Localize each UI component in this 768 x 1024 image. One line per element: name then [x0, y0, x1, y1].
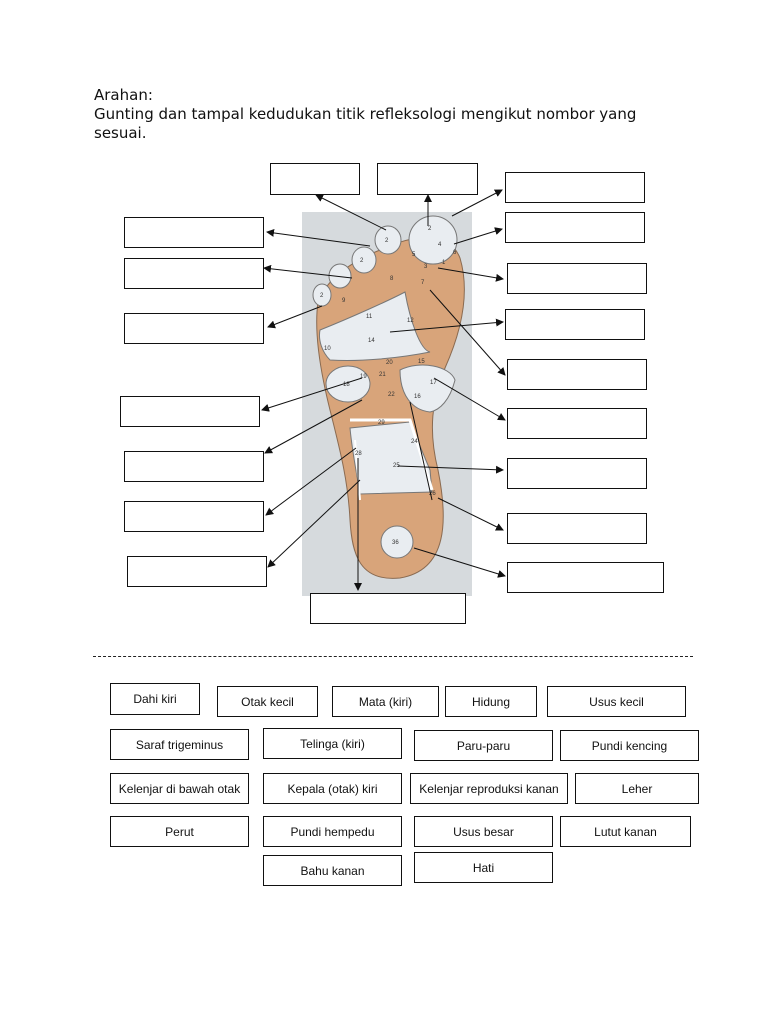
label-chip[interactable]: Pundi hempedu — [263, 816, 402, 847]
zone-28: 28 — [355, 451, 362, 457]
zone-4: 4 — [438, 242, 442, 248]
answer-box-12[interactable] — [507, 408, 647, 439]
answer-box-6[interactable] — [124, 258, 264, 289]
zone-19: 19 — [360, 374, 367, 380]
label-chip[interactable]: Saraf trigeminus — [110, 729, 249, 760]
zone-29: 29 — [378, 420, 385, 426]
toe-big — [408, 215, 458, 265]
zone-7: 7 — [421, 280, 425, 286]
answer-box-9[interactable] — [505, 309, 645, 340]
zone-21: 21 — [379, 372, 386, 378]
zone-2a: 2 — [385, 238, 389, 244]
zone-15: 15 — [418, 359, 425, 365]
zone-16: 16 — [414, 394, 421, 400]
leader-lines — [261, 189, 506, 591]
zone-18 — [325, 365, 371, 403]
label-chip[interactable]: Leher — [575, 773, 699, 804]
instructions-heading: Arahan: — [94, 86, 153, 104]
zone-lungs — [319, 291, 431, 362]
zone-22: 22 — [388, 392, 395, 398]
zone-1: 1 — [442, 260, 446, 266]
answer-box-18[interactable] — [507, 562, 664, 593]
label-chip[interactable]: Dahi kiri — [110, 683, 200, 715]
label-chip[interactable]: Perut — [110, 816, 249, 847]
label-chip[interactable]: Kepala (otak) kiri — [263, 773, 402, 804]
answer-box-5[interactable] — [124, 217, 264, 248]
toe-4 — [328, 263, 352, 289]
zone-8: 8 — [390, 276, 394, 282]
answer-box-3[interactable] — [505, 172, 645, 203]
zone-11: 11 — [366, 314, 373, 320]
label-chip[interactable]: Lutut kanan — [560, 816, 691, 847]
instructions: Arahan: Gunting dan tampal kedudukan tit… — [94, 86, 694, 143]
zone-3: 3 — [424, 264, 428, 270]
answer-box-1[interactable] — [270, 163, 360, 195]
zone-10: 10 — [324, 346, 331, 352]
zone-17: 17 — [430, 380, 437, 386]
label-chip[interactable]: Pundi kencing — [560, 730, 699, 761]
answer-box-8[interactable] — [124, 313, 264, 344]
label-chip[interactable]: Usus kecil — [547, 686, 686, 717]
zone-12: 12 — [407, 318, 414, 324]
toe-3 — [351, 246, 377, 274]
label-chip[interactable]: Kelenjar reproduksi kanan — [410, 773, 568, 804]
zone-36: 36 — [392, 540, 399, 546]
answer-box-7[interactable] — [507, 263, 647, 294]
answer-box-14[interactable] — [507, 458, 647, 489]
zone-18: 18 — [343, 382, 350, 388]
label-chip[interactable]: Usus besar — [414, 816, 553, 847]
answer-box-16[interactable] — [507, 513, 647, 544]
label-chip[interactable]: Kelenjar di bawah otak — [110, 773, 249, 804]
answer-box-10[interactable] — [507, 359, 647, 390]
answer-box-19[interactable] — [310, 593, 466, 624]
answer-box-15[interactable] — [124, 501, 264, 532]
zone-26: 26 — [429, 491, 436, 497]
answer-box-17[interactable] — [127, 556, 267, 587]
cut-line — [93, 656, 693, 657]
label-chip[interactable]: Bahu kanan — [263, 855, 402, 886]
zone-2d: 2 — [320, 293, 324, 299]
zone-25: 25 — [393, 463, 400, 469]
zone-stomach — [399, 364, 456, 413]
label-chip[interactable]: Hati — [414, 852, 553, 883]
zone-2c: 2 — [428, 226, 432, 232]
instructions-line-2: sesuai. — [94, 124, 147, 142]
zone-2b: 2 — [360, 258, 364, 264]
zone-heel-circle — [380, 525, 414, 559]
answer-box-13[interactable] — [124, 451, 264, 482]
zone-9: 9 — [342, 298, 346, 304]
instructions-line-1: Gunting dan tampal kedudukan titik refle… — [94, 105, 637, 123]
label-chip[interactable]: Telinga (kiri) — [263, 728, 402, 759]
zone-intestine — [349, 421, 433, 495]
zone-5: 5 — [412, 252, 416, 258]
zone-20: 20 — [386, 360, 393, 366]
answer-box-11[interactable] — [120, 396, 260, 427]
answer-box-2[interactable] — [377, 163, 478, 195]
zone-24: 24 — [411, 439, 418, 445]
label-chip[interactable]: Paru-paru — [414, 730, 553, 761]
label-chip[interactable]: Otak kecil — [217, 686, 318, 717]
foot-reflexology-diagram: 2 2 2 2 4 5 6 1 3 7 8 9 10 11 12 14 15 1… — [261, 189, 506, 596]
toe-2 — [374, 225, 402, 255]
label-chip[interactable]: Hidung — [445, 686, 537, 717]
zone-14: 14 — [368, 338, 375, 344]
answer-box-4[interactable] — [505, 212, 645, 243]
zone-6: 6 — [453, 250, 457, 256]
label-chip[interactable]: Mata (kiri) — [332, 686, 439, 717]
